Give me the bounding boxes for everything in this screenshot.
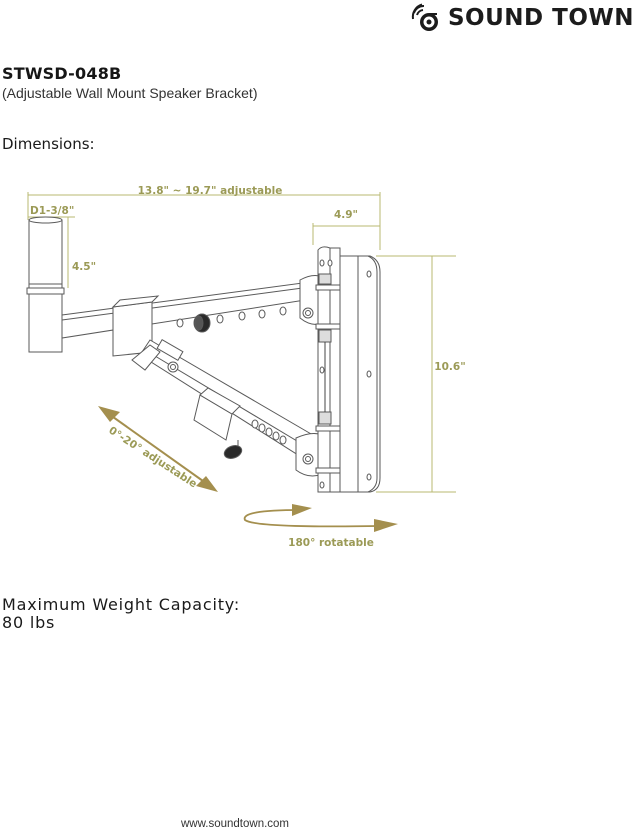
arm-length-label: 13.8" ~ 19.7" adjustable <box>138 185 283 197</box>
brand-logo: SOUND TOWN <box>410 2 634 34</box>
brand-name: SOUND TOWN <box>447 5 634 31</box>
dimension-lines <box>27 192 456 493</box>
rotation-label: 180° rotatable <box>288 537 374 549</box>
website-link[interactable]: www.soundtown.com <box>180 818 290 830</box>
pole-diameter-label: D1-3/8" <box>30 205 74 217</box>
product-description: (Adjustable Wall Mount Speaker Bracket) <box>2 85 258 101</box>
bracket-diagram: 13.8" ~ 19.7" adjustable D1-3/8" 4.5" 4.… <box>0 170 640 560</box>
pole-height-label: 4.5" <box>72 261 96 273</box>
weight-capacity-value: 80 lbs <box>2 613 56 632</box>
product-model: STWSD-048B <box>2 64 122 83</box>
plate-height-label: 10.6" <box>434 361 465 373</box>
plate-depth-label: 4.9" <box>334 209 358 221</box>
vinyl-record-sound-waves-icon <box>411 3 438 31</box>
tilt-arrow-icon <box>98 406 218 492</box>
tilt-label: 0°-20° adjustable <box>106 424 199 490</box>
weight-capacity-heading: Maximum Weight Capacity: <box>2 595 241 614</box>
bracket-drawing <box>26 216 381 493</box>
rotation-arrow-icon <box>243 504 398 532</box>
dimensions-heading: Dimensions: <box>2 135 95 153</box>
